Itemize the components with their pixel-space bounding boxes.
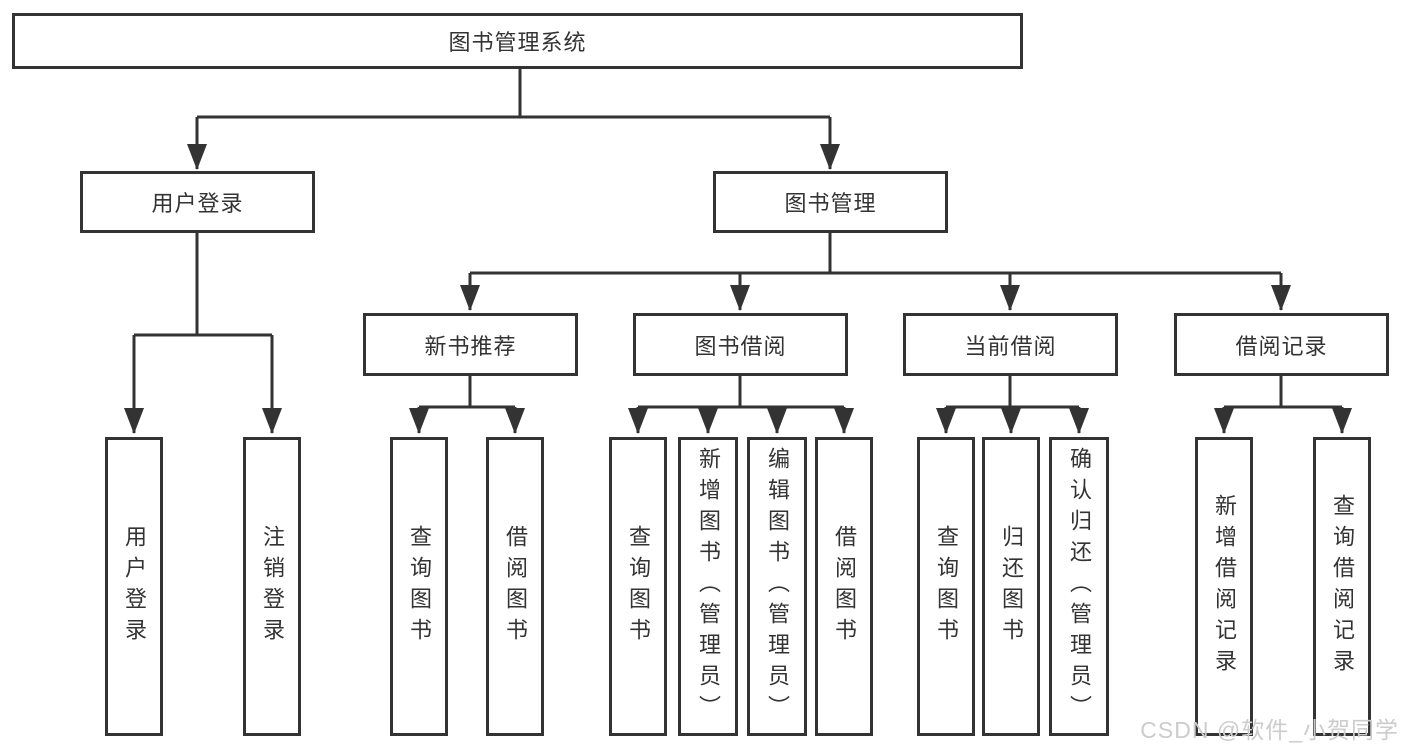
- node-library-management-system: 图书管理系统: [12, 13, 1023, 69]
- node-book-management: 图书管理: [713, 171, 948, 233]
- node-label: 图书借阅: [694, 333, 787, 359]
- connector-recommend-branch: [419, 376, 515, 409]
- node-label: 图书管理系统: [448, 30, 587, 55]
- leaf-logout: 注销登录: [243, 437, 301, 736]
- leaf-borrowing-query-books: 查询图书: [609, 437, 667, 736]
- leaf-borrowing-edit-books-admin: 编辑图书（管理员）: [747, 437, 807, 736]
- connector-records-branch: [1224, 376, 1342, 409]
- node-label: 当前借阅: [964, 333, 1057, 359]
- node-label: 借阅图书: [832, 524, 857, 649]
- node-label: 确认归还（管理员）: [1067, 447, 1092, 726]
- node-label: 查询借阅记录: [1330, 493, 1355, 680]
- connector-borrowing-branch: [638, 376, 844, 409]
- node-label: 新书推荐: [424, 333, 517, 359]
- node-current-borrowing: 当前借阅: [903, 313, 1118, 376]
- node-label: 查询图书: [407, 524, 432, 649]
- leaf-recommend-query-books: 查询图书: [390, 437, 448, 736]
- node-label: 查询图书: [626, 524, 651, 649]
- leaf-user-login: 用户登录: [105, 437, 163, 736]
- connector-current-branch: [946, 376, 1079, 409]
- connector-management-to-level3: [470, 233, 1281, 275]
- node-label: 新增借阅记录: [1212, 493, 1237, 680]
- node-label: 借阅记录: [1235, 333, 1328, 359]
- node-user-login: 用户登录: [80, 171, 315, 233]
- connector-login-branch: [134, 233, 272, 337]
- node-label: 用户登录: [151, 191, 244, 216]
- leaf-current-return-books: 归还图书: [982, 437, 1040, 736]
- leaf-recommend-borrow-books: 借阅图书: [486, 437, 544, 736]
- node-book-borrowing: 图书借阅: [633, 313, 848, 376]
- csdn-watermark: CSDN @软件_小贺同学: [1140, 717, 1399, 743]
- node-label: 新增图书（管理员）: [696, 447, 721, 726]
- node-label: 用户登录: [122, 524, 147, 649]
- node-label: 借阅图书: [503, 524, 528, 649]
- node-label: 编辑图书（管理员）: [765, 447, 790, 726]
- connector-root-to-level2: [197, 69, 830, 119]
- leaf-records-query-record: 查询借阅记录: [1313, 437, 1371, 736]
- leaf-borrowing-add-books-admin: 新增图书（管理员）: [678, 437, 738, 736]
- node-label: 归还图书: [999, 524, 1024, 649]
- leaf-records-add-record: 新增借阅记录: [1195, 437, 1253, 736]
- node-label: 查询图书: [934, 524, 959, 649]
- leaf-current-confirm-return-admin: 确认归还（管理员）: [1049, 437, 1109, 736]
- node-borrowing-records: 借阅记录: [1174, 313, 1389, 376]
- leaf-borrowing-borrow-books: 借阅图书: [815, 437, 873, 736]
- node-new-book-recommend: 新书推荐: [363, 313, 578, 376]
- leaf-current-query-books: 查询图书: [917, 437, 975, 736]
- node-label: 注销登录: [260, 524, 285, 649]
- node-label: 图书管理: [784, 191, 877, 216]
